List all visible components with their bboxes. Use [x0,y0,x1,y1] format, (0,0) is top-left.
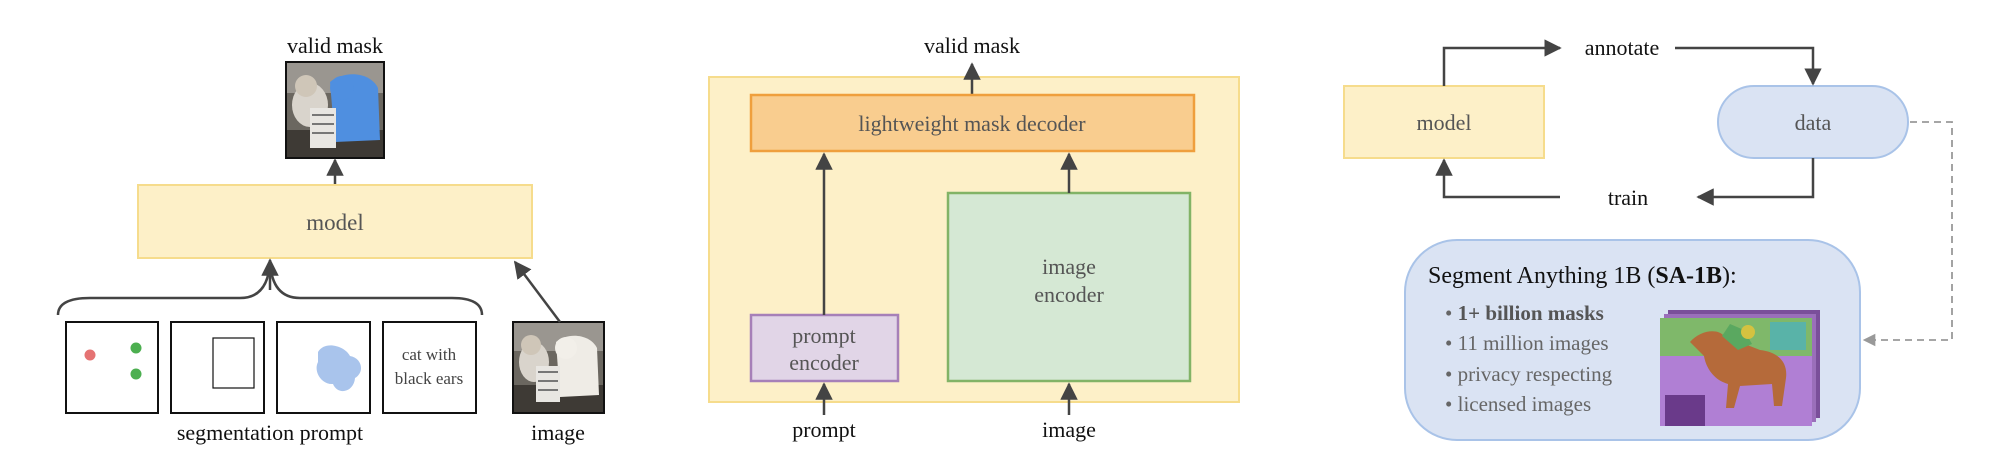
annotate-label: annotate [1585,35,1660,60]
bullet-2: • 11 million images [1445,331,1609,355]
annotate-arrow-right [1675,46,1822,86]
prompt-encoder-label-1: prompt [792,323,856,348]
input-image-thumbnail [512,321,605,414]
text-prompt-line-2: black ears [395,369,463,388]
positive-point [130,342,142,354]
valid-mask-thumbnail [285,61,385,159]
mask-prompt-shape [316,345,362,392]
bullet-1: • 1+ billion masks [1445,301,1604,325]
point-prompt-box [65,321,159,414]
bounding-box-prompt [212,337,255,389]
bullet-4: • licensed images [1445,392,1591,416]
panel-a-model-label: model [306,210,364,235]
panel-b-image-input-label: image [1042,417,1096,442]
train-arrow-right [1696,158,1815,206]
segmentation-prompt-caption: segmentation prompt [177,420,363,445]
panel-b-model: valid mask lightweight mask decoder imag… [708,33,1240,442]
panel-c-model-label: model [1417,110,1472,135]
train-arrow-left [1435,158,1560,199]
image-encoder-label-2: encoder [1034,282,1104,307]
mask-decoder-box [749,93,1196,153]
panel-c-data-engine: model data annotate train Segment Anythi… [1343,35,1953,441]
box-prompt-box [170,321,265,414]
bullet-3: • privacy respecting [1445,362,1613,386]
panel-a-task: valid mask model [56,33,605,445]
prompt-encoder-box [749,313,900,383]
panel-a-image-caption: image [531,420,585,445]
panel-a-model-box [137,184,533,259]
data-label: data [1795,110,1832,135]
text-prompt-box: cat with black ears [382,321,477,414]
panel-b-prompt-input-label: prompt [792,417,856,442]
sa1b-sample-image [1660,310,1820,426]
train-label: train [1608,185,1648,210]
mask-decoder-label: lightweight mask decoder [858,111,1086,136]
data-to-dataset-dashed-arrow [1862,121,1953,347]
prompt-encoder-label-2: encoder [789,350,859,375]
sa1b-title: Segment Anything 1B (SA-1B): [1428,263,1737,289]
panel-b-output-label: valid mask [924,33,1020,58]
mask-prompt-box [276,321,371,414]
text-prompt-line-1: cat with [402,345,457,364]
image-to-model-arrow [513,260,561,323]
image-encoder-label-1: image [1042,254,1096,279]
positive-point [130,368,142,380]
annotate-arrow-left [1442,39,1562,86]
negative-point [84,349,96,361]
panel-a-output-label: valid mask [287,33,383,58]
